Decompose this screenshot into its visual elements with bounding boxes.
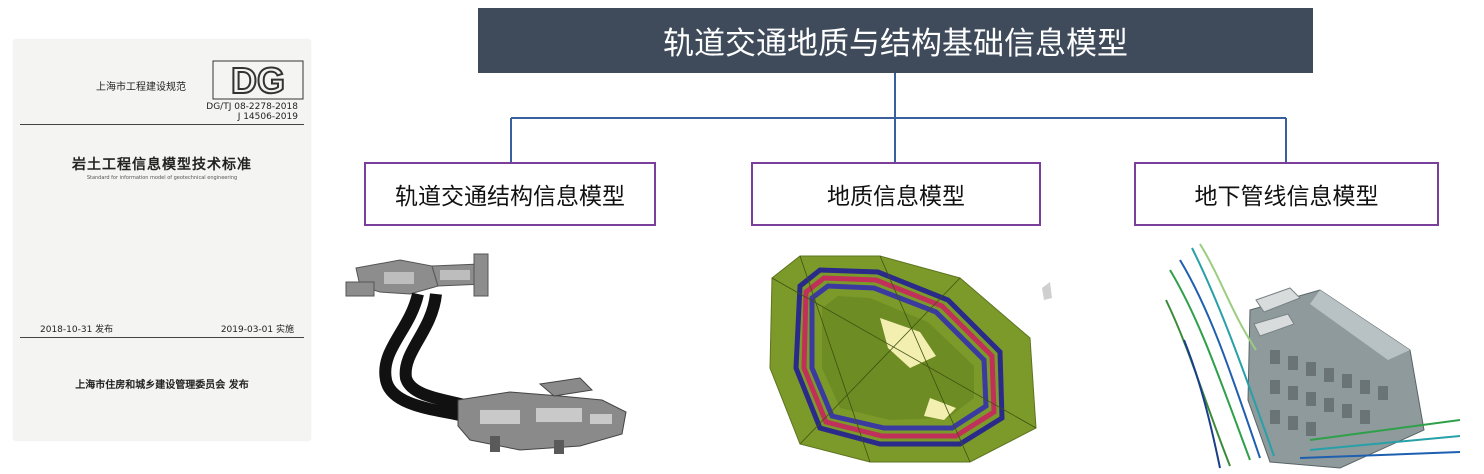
child-node-label: 轨道交通结构信息模型 bbox=[395, 184, 625, 210]
rail-structure-model-icon bbox=[345, 253, 627, 454]
cover-publisher: 上海市住房和城乡建设管理委员会 发布 bbox=[75, 380, 249, 391]
cover-issuer: 上海市工程建设规范 bbox=[96, 82, 186, 93]
cover-code-2: J 14506-2019 bbox=[237, 112, 298, 122]
pipeline-model-icon bbox=[1165, 243, 1460, 469]
geology-model-icon bbox=[769, 255, 1052, 463]
cover-title: 岩土工程信息模型技术标准 bbox=[72, 157, 252, 173]
child-node-structure: 轨道交通结构信息模型 bbox=[364, 162, 656, 226]
cover-issue-date: 2018-10-31 发布 bbox=[40, 325, 114, 335]
root-node-label: 轨道交通地质与结构基础信息模型 bbox=[663, 26, 1128, 62]
cover-code-1: DG/TJ 08-2278-2018 bbox=[206, 102, 298, 112]
cover-effective-date: 2019-03-01 实施 bbox=[220, 325, 294, 335]
child-node-geology: 地质信息模型 bbox=[751, 162, 1041, 226]
standard-cover: 上海市工程建设规范 DG DG/TJ 08-2278-2018 J 14506-… bbox=[14, 40, 310, 440]
cover-divider-top bbox=[20, 124, 304, 125]
cover-codes: DG/TJ 08-2278-2018 J 14506-2019 bbox=[206, 102, 298, 122]
child-node-pipeline: 地下管线信息模型 bbox=[1134, 162, 1439, 226]
cover-subtitle: Standard for information model of geotec… bbox=[86, 175, 238, 181]
dg-logo-icon: DG bbox=[212, 60, 304, 100]
child-node-label: 地质信息模型 bbox=[827, 184, 965, 210]
root-node: 轨道交通地质与结构基础信息模型 bbox=[478, 8, 1313, 73]
svg-text:DG: DG bbox=[231, 60, 285, 100]
child-node-label: 地下管线信息模型 bbox=[1194, 184, 1379, 210]
cover-divider-bottom bbox=[20, 337, 304, 338]
